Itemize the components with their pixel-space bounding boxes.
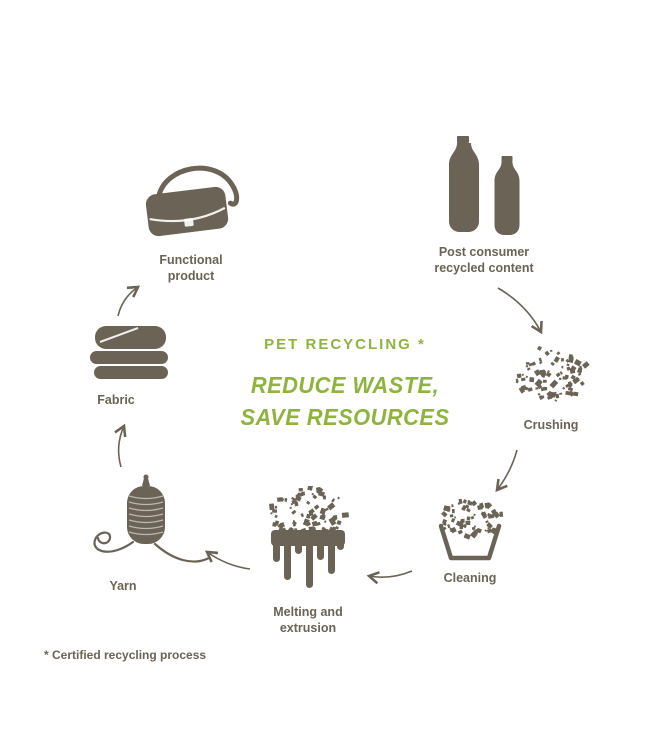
stage-label-cleaning: Cleaning: [443, 571, 497, 585]
arrow-fabric-to-product: [117, 285, 141, 317]
stage-crushing: Crushing: [489, 341, 613, 433]
stage-fabric: Fabric: [68, 318, 192, 408]
arrow-cleaning-to-melting: [366, 570, 413, 585]
subtitle-line-2: SAVE RESOURCES: [240, 404, 450, 431]
footnote: * Certified recycling process: [44, 648, 207, 662]
melting-icon: [263, 486, 353, 596]
stage-label-fabric: Fabric: [97, 393, 135, 407]
stage-functional-product: Functional product: [124, 156, 258, 285]
yarn-spool-icon: [81, 474, 213, 570]
folded-fabric-icon: [84, 318, 176, 384]
flakes-icon: [510, 341, 592, 409]
stage-label-crushing: Crushing: [523, 418, 579, 432]
arrow-bottles-to-crushing: [497, 287, 543, 335]
arrow-yarn-to-fabric: [114, 423, 127, 468]
bottles-icon: [436, 136, 532, 236]
diagram-subtitle: REDUCE WASTE, SAVE RESOURCES: [231, 369, 459, 433]
stage-label-post-consumer: Post consumer recycled content: [434, 245, 534, 276]
stage-label-melting: Melting and extrusion: [273, 605, 343, 636]
arrow-crushing-to-cleaning: [495, 449, 518, 493]
stage-melting: Melting and extrusion: [247, 486, 369, 637]
stage-yarn: Yarn: [72, 474, 222, 594]
stage-label-functional-product: Functional product: [159, 253, 223, 284]
center-text-block: PET RECYCLING * REDUCE WASTE, SAVE RESOU…: [225, 336, 465, 433]
stage-cleaning: Cleaning: [408, 492, 532, 586]
subtitle-line-1: REDUCE WASTE,: [250, 372, 440, 398]
diagram-title: PET RECYCLING *: [264, 336, 426, 353]
basin-icon: [429, 492, 511, 562]
stage-post-consumer: Post consumer recycled content: [409, 136, 559, 277]
stage-label-yarn: Yarn: [109, 579, 137, 593]
bag-icon: [133, 156, 249, 244]
